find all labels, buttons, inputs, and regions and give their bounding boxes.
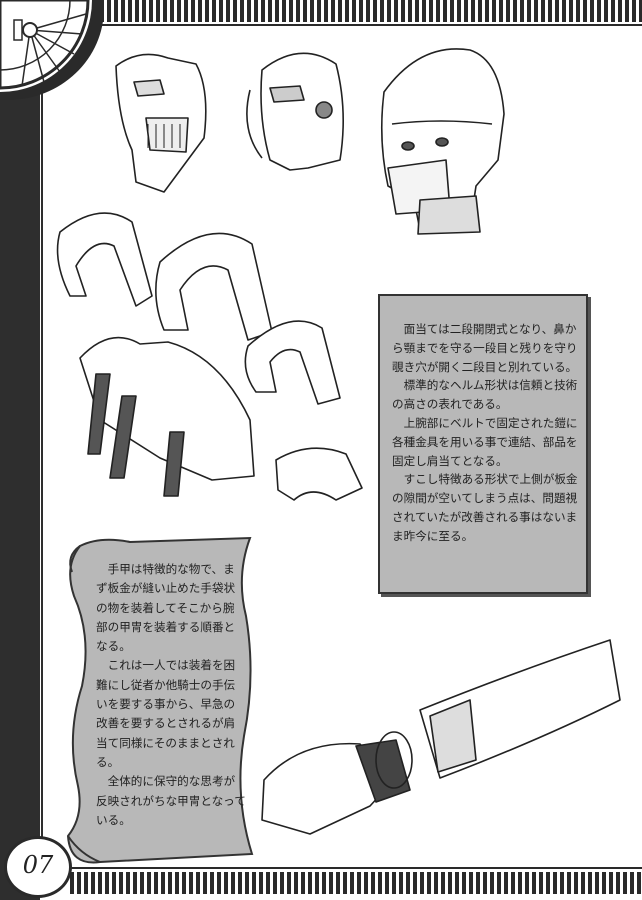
bottom-border-rule [70, 867, 642, 869]
page-number-badge [4, 836, 72, 898]
bottom-border-ornament [70, 872, 642, 894]
paragraph: 上腕部にベルトで固定された鎧に各種金具を用いる事で連結、部品を固定し肩当てとなる… [392, 415, 578, 468]
paragraph: 手甲は特徴的な物で、まず板金が縫い止めた手袋状の物を装着してそこから腕部の甲冑を… [96, 562, 236, 654]
top-border-ornament [100, 0, 642, 22]
paragraph: 標準的なヘルム形状は信頼と技術の高さの表れである。 [392, 378, 578, 412]
paragraph: これは一人では装着を困難にし従者か他騎士の手伝いを要する事から、早急の改善を要す… [96, 658, 236, 769]
paragraph: 全体的に保守的な思考が反映されがちな甲冑となっている。 [96, 774, 246, 827]
paragraph: 面当ては二段開閉式となり、鼻から顎までを守る一段目と残りを守り覗き穴が開く二段目… [392, 322, 578, 374]
page-number: 07 [22, 851, 54, 879]
description-text-left: 手甲は特徴的な物で、まず板金が縫い止めた手袋状の物を装着してそこから腕部の甲冑を… [96, 560, 246, 830]
left-sidebar-rule [41, 40, 43, 870]
description-text-right: 面当ては二段開閉式となり、鼻から顎までを守る一段目と残りを守り覗き穴が開く二段目… [392, 320, 578, 546]
top-border-rule [100, 24, 642, 26]
left-sidebar-bar [0, 0, 40, 900]
description-panel-right [378, 294, 588, 594]
paragraph: すこし特徴ある形状で上側が板金の隙間が空いてしまう点は、問題視されていたが改善さ… [392, 472, 578, 543]
compass-icon [0, 0, 104, 100]
scroll-panel-left [66, 536, 254, 864]
